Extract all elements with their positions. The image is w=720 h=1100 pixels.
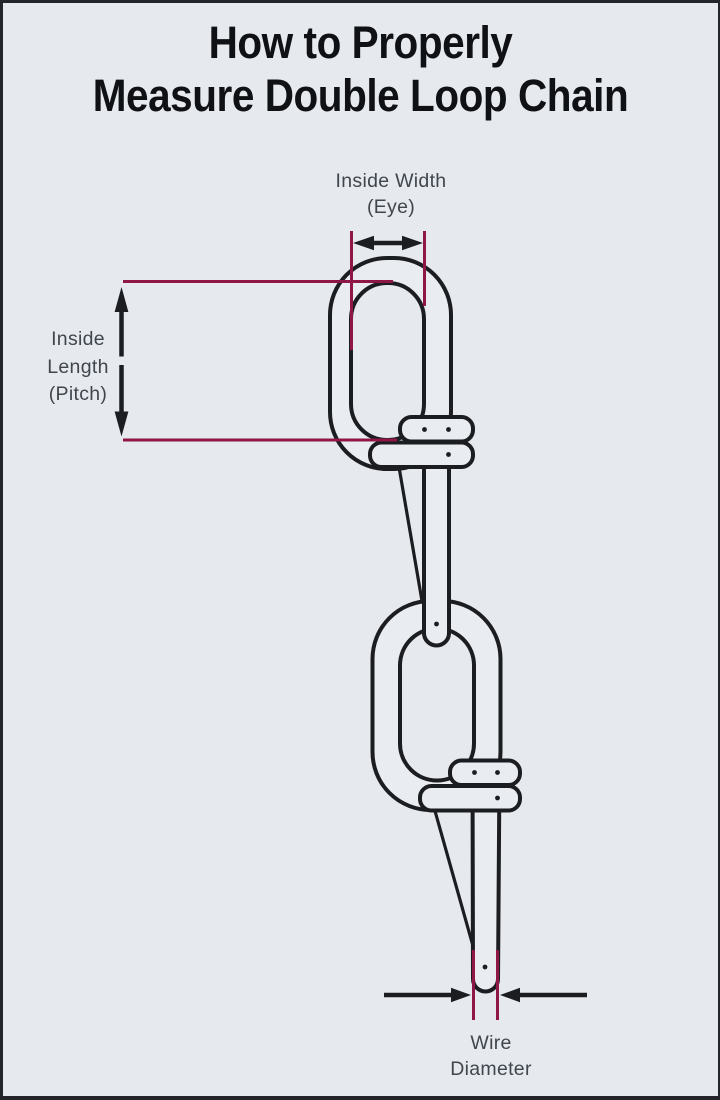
wire-diameter-label-line2: Diameter: [450, 1058, 532, 1080]
top-link-wrap-bars: [368, 415, 475, 469]
bar-dot: [446, 427, 451, 432]
inside-width-arrowhead-left: [353, 235, 374, 251]
bar-dot: [472, 770, 477, 775]
inside-width-label-line2: (Eye): [366, 196, 416, 218]
wire-diameter-dimension: [384, 950, 587, 1020]
inside-length-label-line2: Length: [47, 355, 109, 378]
inside-width-label: Inside Width (Eye): [271, 168, 511, 220]
lower-wire-diagonal: [433, 809, 475, 948]
upper-wire-end-dot: [434, 621, 439, 627]
bar-dot: [422, 427, 427, 432]
middle-link-bar-lower: [418, 784, 522, 813]
inside-length-arrowhead-down: [114, 411, 129, 437]
page-title-line2: Measure Double Loop Chain: [92, 70, 629, 121]
page-title-line1: How to Properly: [208, 17, 513, 68]
wire-diameter-arrowhead-right: [500, 987, 520, 1003]
inside-width-dimension: [350, 231, 426, 350]
middle-link-bar-upper: [448, 758, 522, 787]
wire-diameter-arrowhead-left: [451, 987, 471, 1003]
bar-dot: [495, 770, 500, 775]
top-link-bar-upper: [398, 415, 475, 444]
chain-diagram: [114, 231, 587, 1020]
inside-length-arrowhead-up: [114, 287, 129, 312]
inside-length-label: Inside Length (Pitch): [13, 326, 143, 409]
inside-length-dimension: [114, 280, 397, 442]
middle-link-eye: [398, 626, 476, 783]
lower-wire-end-dot: [482, 964, 488, 970]
wire-diameter-label: Wire Diameter: [391, 1030, 591, 1082]
inside-width-label-line1: Inside Width: [335, 170, 447, 192]
middle-link-wrap-bars: [418, 758, 522, 813]
bar-dot: [446, 452, 451, 457]
upper-wire-strand: [422, 415, 451, 648]
inside-width-arrowhead-right: [402, 235, 423, 251]
bar-dot: [495, 795, 500, 801]
top-link-bar-lower: [368, 440, 475, 469]
inside-length-label-line1: Inside: [51, 328, 105, 350]
upper-wire-diagonal: [397, 465, 424, 603]
page-title: How to Properly Measure Double Loop Chai…: [39, 16, 683, 122]
inside-length-label-line3: (Pitch): [48, 383, 108, 405]
wire-diameter-label-line1: Wire: [470, 1032, 512, 1054]
